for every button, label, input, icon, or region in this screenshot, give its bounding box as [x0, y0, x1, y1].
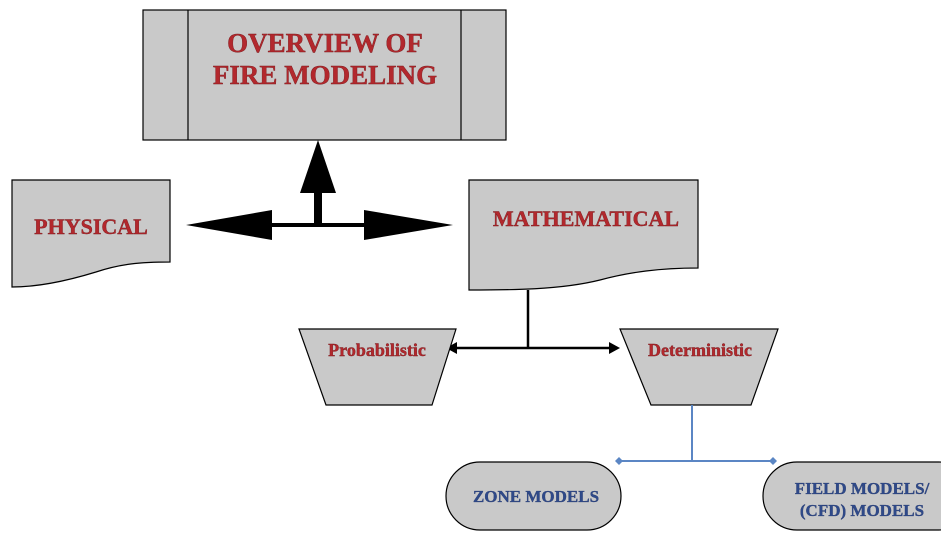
deterministic-shape	[619, 328, 779, 406]
zone-models-node: ZONE MODELS	[445, 461, 622, 531]
title-line-1: OVERVIEW OF	[227, 28, 423, 58]
arrowhead-to-deterministic	[609, 342, 620, 354]
zone-models-shape	[445, 461, 622, 531]
mathematical-label: MATHEMATICAL	[493, 206, 679, 231]
central-arrows	[186, 140, 453, 240]
title-node: OVERVIEW OF FIRE MODELING	[142, 9, 507, 141]
field-models-node: FIELD MODELS/ (CFD) MODELS	[762, 461, 941, 531]
probabilistic-node: Probabilistic	[298, 328, 457, 406]
arrowhead-to-probabilistic	[446, 342, 457, 354]
probabilistic-shape	[298, 328, 457, 406]
right-connector-dot	[769, 457, 777, 465]
model-type-connectors	[615, 405, 777, 465]
arrow-stem-vertical	[314, 190, 322, 226]
title-line-2: FIRE MODELING	[213, 60, 437, 90]
physical-label: PHYSICAL	[34, 214, 148, 239]
math-branch-connectors	[446, 290, 620, 354]
left-connector-dot	[615, 457, 623, 465]
physical-node: PHYSICAL	[11, 179, 171, 288]
deterministic-node: Deterministic	[619, 328, 779, 406]
mathematical-node: MATHEMATICAL	[468, 179, 699, 291]
probabilistic-label: Probabilistic	[328, 340, 426, 360]
title-box	[142, 9, 507, 141]
physical-shape	[11, 179, 171, 288]
field-models-label-line-1: FIELD MODELS/	[795, 479, 930, 498]
arrow-head-up	[300, 140, 336, 193]
arrow-head-right	[364, 210, 453, 240]
mathematical-shape	[468, 179, 699, 291]
deterministic-label: Deterministic	[648, 340, 752, 360]
zone-models-label: ZONE MODELS	[473, 487, 599, 506]
field-models-shape	[762, 461, 941, 531]
arrow-head-left	[186, 210, 272, 240]
field-models-label-line-2: (CFD) MODELS	[800, 501, 924, 520]
